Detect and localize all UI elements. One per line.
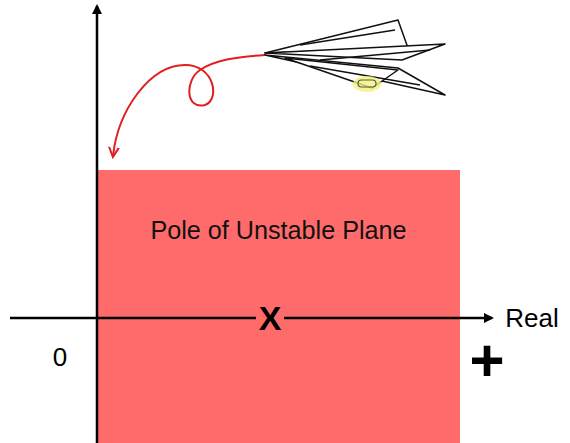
- plus-sign: +: [469, 331, 504, 391]
- paper-airplane: [265, 20, 445, 95]
- origin-label: 0: [53, 344, 67, 370]
- region-title: Pole of Unstable Plane: [97, 216, 460, 245]
- real-axis: [10, 317, 492, 320]
- pole-marker: X: [256, 299, 285, 337]
- flight-path: [113, 55, 265, 156]
- axis-label: Real: [505, 305, 558, 331]
- imaginary-axis: [96, 6, 99, 443]
